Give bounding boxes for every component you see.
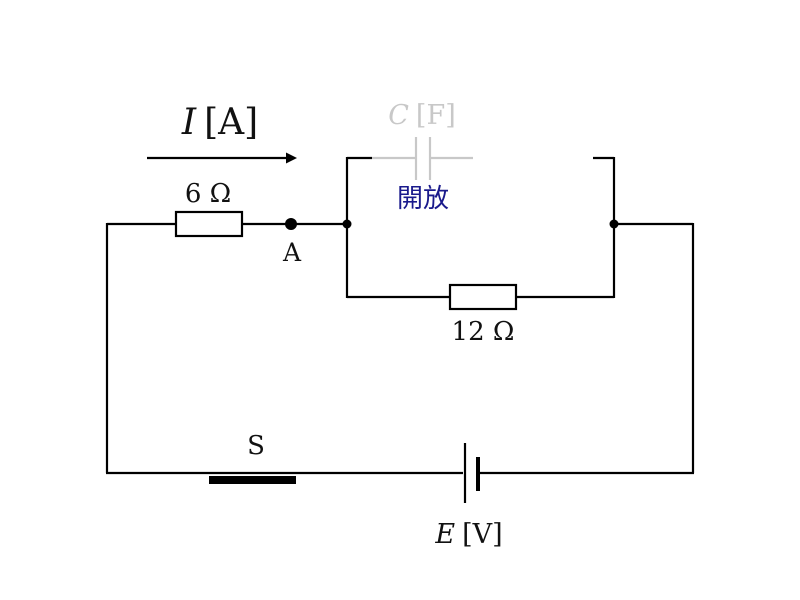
battery-label: E[V]: [434, 519, 502, 550]
current-arrow-head: [286, 152, 297, 164]
current-label: I[A]: [181, 102, 258, 143]
junction-right: [609, 219, 619, 229]
capacitor-branch: [347, 137, 614, 180]
capacitor-label: C[F]: [388, 100, 455, 131]
resistor-12-ohm: [448, 283, 518, 311]
resistor-12-ohm-label: 12 Ω: [452, 317, 515, 347]
node-a-label: A: [282, 238, 302, 267]
resistor-6-ohm: [174, 210, 244, 238]
switch: [209, 476, 296, 484]
resistor-6-ohm-label: 6 Ω: [185, 179, 231, 209]
switch-label: S: [247, 431, 265, 461]
junction-left: [342, 219, 352, 229]
capacitor-open-label: 開放: [397, 184, 449, 214]
node-a: [285, 218, 297, 230]
